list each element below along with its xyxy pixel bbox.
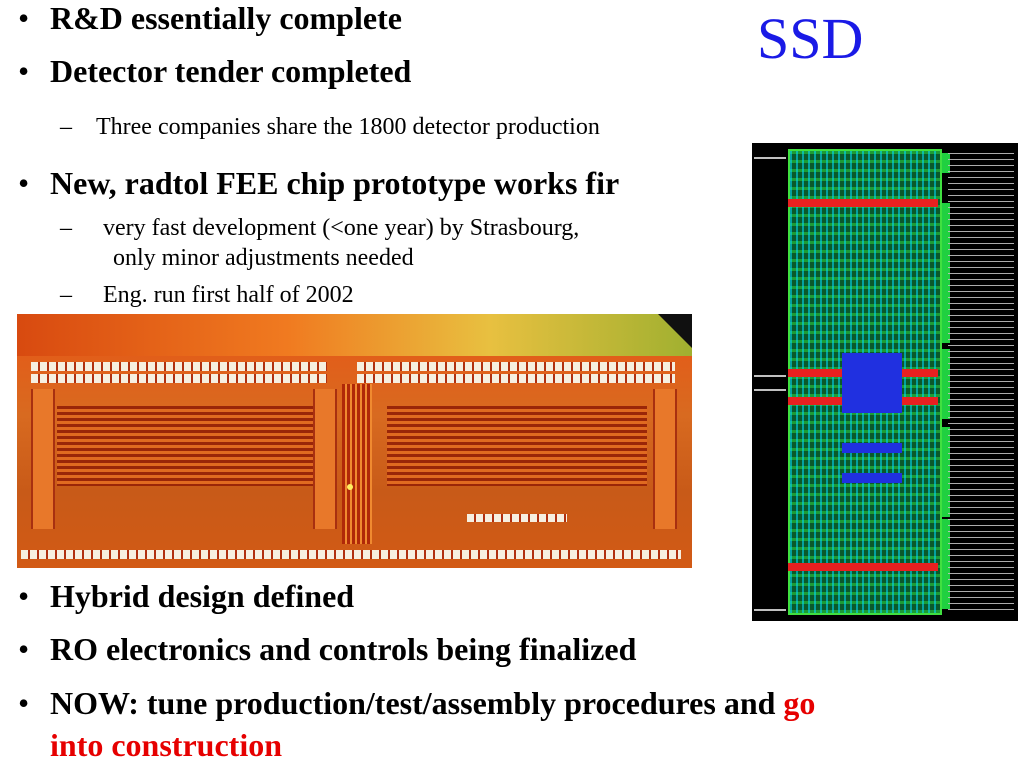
sub-bullet-text: very fast development (<one year) by Str…	[103, 215, 580, 241]
go-highlight: go	[783, 685, 816, 721]
bullet-dot: •	[18, 53, 30, 89]
bullet-dot: •	[18, 578, 30, 614]
bullet-dot: •	[18, 685, 30, 721]
bullet-text: NOW: tune production/test/assembly proce…	[50, 687, 815, 719]
slide-title: SSD	[757, 6, 864, 71]
sub-bullet-dash: –	[60, 215, 72, 241]
bullet-text: R&D essentially complete	[50, 0, 402, 36]
chip-layout-drawing	[752, 143, 1018, 621]
sub-bullet-text: Three companies share the 1800 detector …	[96, 114, 600, 140]
fee-chip-photo	[17, 314, 692, 568]
now-prefix: NOW: tune production/test/assembly proce…	[50, 685, 784, 721]
bullet-dot: •	[18, 0, 30, 36]
sub-bullet-dash: –	[60, 282, 72, 308]
bullet-dot: •	[18, 631, 30, 667]
sub-bullet-text: Eng. run first half of 2002	[103, 282, 354, 308]
bullet-text: New, radtol FEE chip prototype works fir	[50, 165, 620, 201]
sub-bullet-text-cont: only minor adjustments needed	[113, 245, 414, 271]
bullet-text: Hybrid design defined	[50, 578, 355, 614]
bullet-text: Detector tender completed	[50, 53, 412, 89]
bullet-text: RO electronics and controls being finali…	[50, 631, 637, 667]
construction-highlight: into construction	[50, 727, 282, 763]
sub-bullet-dash: –	[60, 114, 72, 140]
bullet-dot: •	[18, 165, 30, 201]
